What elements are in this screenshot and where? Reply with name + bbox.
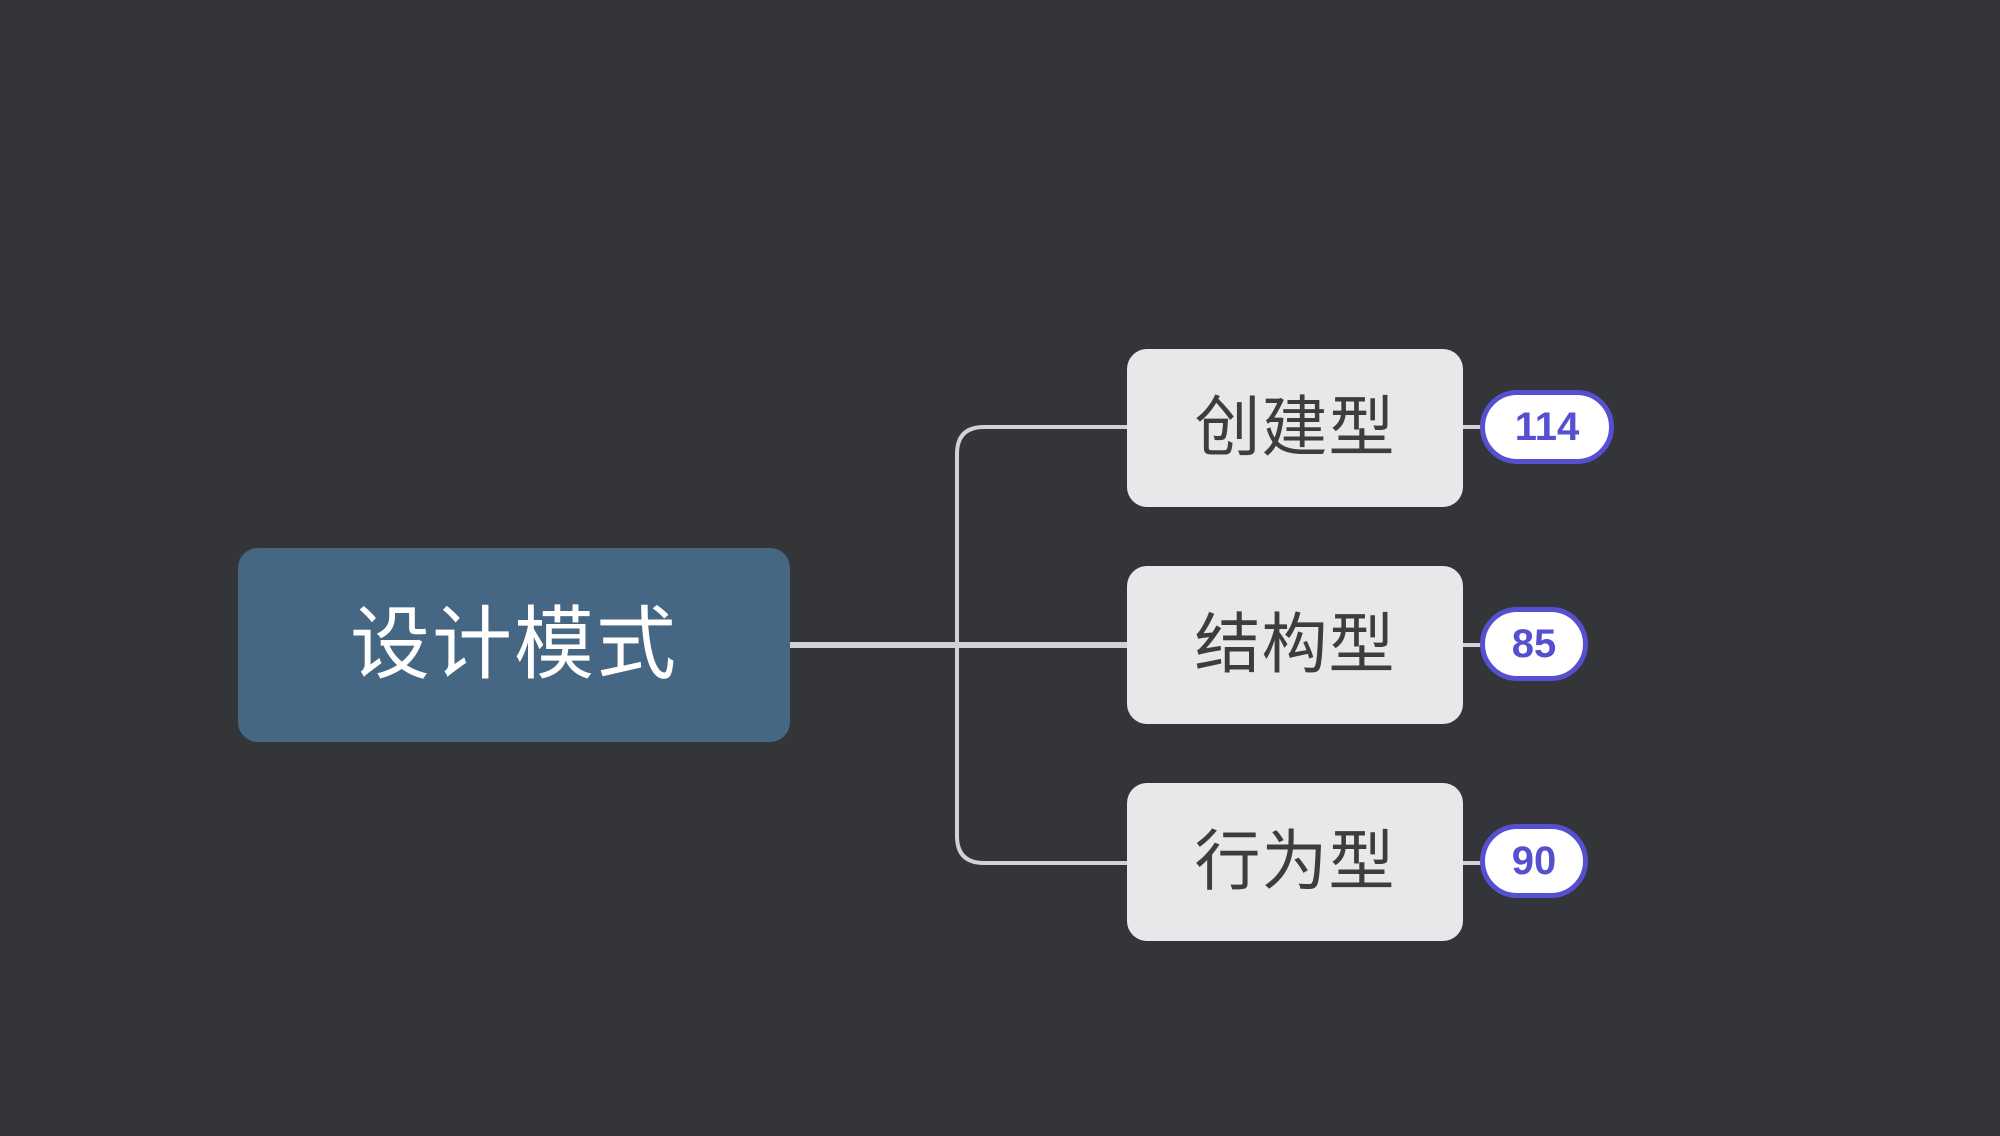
child-node-behavioral[interactable]: 行为型 xyxy=(1127,783,1463,941)
child-node-structural[interactable]: 结构型 xyxy=(1127,566,1463,724)
child-node-creational[interactable]: 创建型 xyxy=(1127,349,1463,507)
count-badge-label: 114 xyxy=(1514,405,1580,449)
count-badge-structural[interactable]: 85 xyxy=(1480,607,1588,681)
connector-branch-3 xyxy=(955,645,1127,865)
child-node-label: 行为型 xyxy=(1194,823,1396,900)
root-node[interactable]: 设计模式 xyxy=(238,548,790,742)
count-badge-creational[interactable]: 114 xyxy=(1480,390,1614,464)
child-node-label: 创建型 xyxy=(1194,389,1396,466)
count-badge-label: 85 xyxy=(1511,622,1557,666)
child-node-label: 结构型 xyxy=(1194,606,1396,683)
count-badge-label: 90 xyxy=(1511,839,1557,883)
root-node-label: 设计模式 xyxy=(350,598,678,691)
connector-branch-1 xyxy=(955,425,1127,645)
count-badge-behavioral[interactable]: 90 xyxy=(1480,824,1588,898)
